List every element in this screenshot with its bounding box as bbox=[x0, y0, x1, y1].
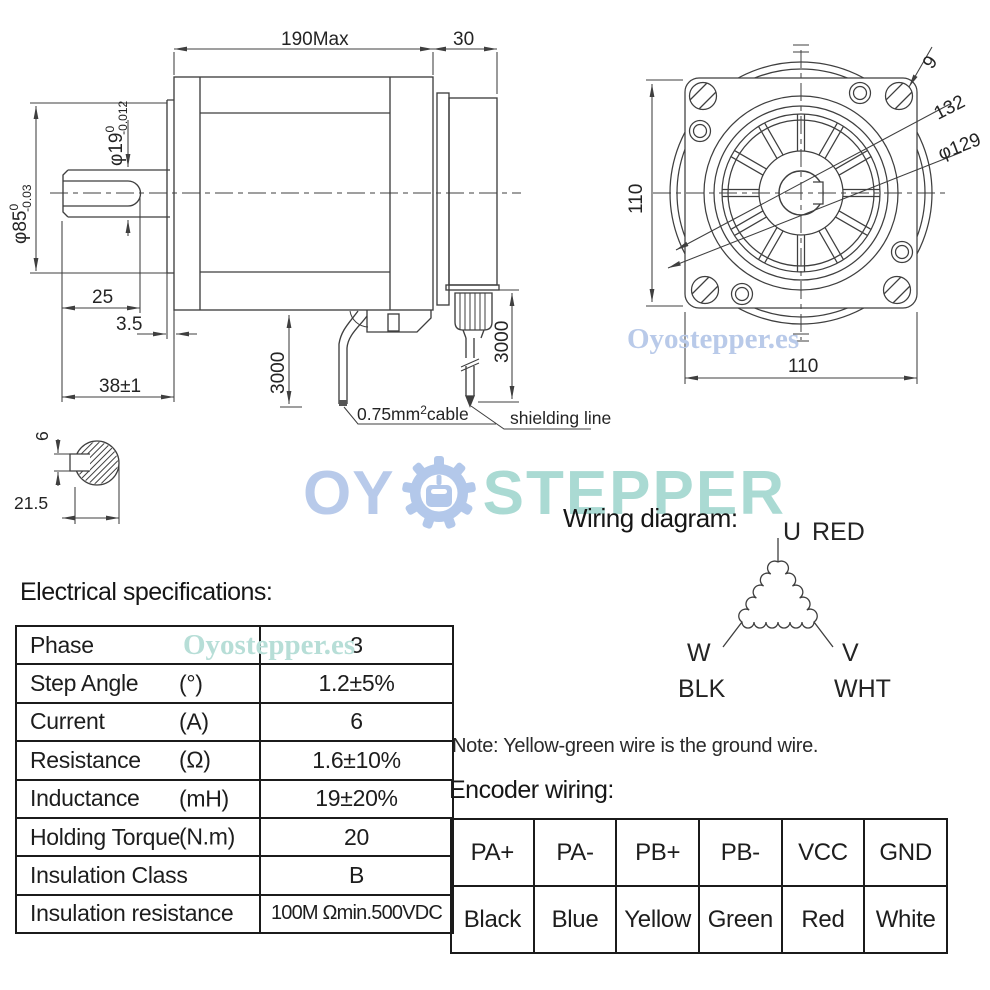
spec-row: Inductance(mH) 19±20% bbox=[15, 778, 454, 819]
dim-cable-len: 3000 bbox=[268, 352, 289, 394]
dim-dia85: φ850-0.03 bbox=[7, 184, 34, 244]
spec-row: Step Angle(°) 1.2±5% bbox=[15, 663, 454, 704]
encoder-wiring-title: Encoder wiring: bbox=[449, 776, 614, 804]
spec-label: Insulation Class bbox=[15, 855, 261, 896]
site-watermark: Oyostepper.es bbox=[627, 323, 800, 355]
encoder-wire-color: Yellow bbox=[615, 885, 700, 954]
gear-motor-icon bbox=[401, 456, 476, 529]
brand-logo-watermark: OY STEPPER bbox=[303, 452, 786, 534]
electrical-specs-table: Phase 3 Step Angle(°) 1.2±5% Current(A) … bbox=[15, 624, 454, 935]
dim-shaft-len: 25 bbox=[92, 287, 113, 308]
encoder-signal: PB+ bbox=[615, 818, 700, 887]
dim-front-len: 38±1 bbox=[99, 376, 141, 397]
spec-label: Step Angle(°) bbox=[15, 663, 261, 704]
spec-row: Insulation Class B bbox=[15, 855, 454, 896]
spec-row: Holding Torque(N.m) 20 bbox=[15, 816, 454, 858]
shield-label: shielding line bbox=[510, 408, 611, 428]
encoder-wire-row: Black Blue Yellow Green Red White bbox=[450, 885, 948, 954]
spec-label: Resistance(Ω) bbox=[15, 740, 261, 781]
spec-label: Inductance(mH) bbox=[15, 778, 261, 819]
logo-text-oy: OY bbox=[303, 458, 395, 528]
spec-label: Insulation resistance bbox=[15, 893, 261, 935]
electrical-specs-title: Electrical specifications: bbox=[20, 578, 273, 606]
spec-value: 1.2±5% bbox=[259, 663, 454, 704]
shaft-section-drawing: 6 21.5 bbox=[14, 431, 168, 524]
encoder-signal: PA+ bbox=[450, 818, 535, 887]
spec-value: 20 bbox=[259, 816, 454, 858]
dim-flange-width: 110 bbox=[788, 356, 818, 377]
encoder-wire-color: Blue bbox=[532, 885, 618, 954]
wiring-diagram-title: Wiring diagram: bbox=[563, 503, 738, 533]
delta-winding-diagram: U RED W BLK V WHT bbox=[678, 518, 891, 703]
terminal-v-color: WHT bbox=[834, 675, 891, 703]
encoder-wire-color: White bbox=[863, 885, 948, 954]
dim-body-dia: φ129 bbox=[935, 129, 984, 164]
spec-row: Insulation resistance 100M Ωmin.500VDC bbox=[15, 893, 454, 935]
terminal-w-color: BLK bbox=[678, 675, 726, 703]
encoder-signal: PB- bbox=[697, 818, 783, 887]
side-view-drawing: 190Max 30 φ850-0.03 φ190-0.012 25 3.5 38… bbox=[7, 29, 611, 430]
dim-flat: 21.5 bbox=[14, 493, 48, 513]
spec-value: 19±20% bbox=[259, 778, 454, 819]
dim-flange-thk: 3.5 bbox=[116, 314, 142, 335]
cable-label: 0.75mm2cable bbox=[357, 403, 469, 424]
terminal-w: W bbox=[687, 639, 711, 667]
spec-label: Current(A) bbox=[15, 701, 261, 743]
spec-label: Phase bbox=[15, 624, 261, 666]
dim-flange-height: 110 bbox=[626, 184, 647, 214]
spec-value: 6 bbox=[259, 701, 454, 743]
encoder-signal: VCC bbox=[780, 818, 866, 887]
encoder-signal-row: PA+ PA- PB+ PB- VCC GND bbox=[450, 818, 948, 887]
terminal-v: V bbox=[842, 639, 859, 667]
encoder-wiring-table: PA+ PA- PB+ PB- VCC GND Black Blue Yello… bbox=[450, 818, 948, 954]
terminal-u: U bbox=[783, 518, 801, 546]
spec-label: Holding Torque(N.m) bbox=[15, 816, 261, 858]
dim-dia19: φ190-0.012 bbox=[103, 100, 130, 166]
spec-row: Current(A) 6 bbox=[15, 701, 454, 743]
terminal-u-color: RED bbox=[812, 518, 865, 546]
spec-value: 3 bbox=[259, 624, 454, 666]
encoder-wire-color: Red bbox=[780, 885, 866, 954]
spec-value: 100M Ωmin.500VDC bbox=[259, 893, 454, 935]
encoder-signal: PA- bbox=[532, 818, 618, 887]
spec-row: Resistance(Ω) 1.6±10% bbox=[15, 740, 454, 781]
encoder-wire-color: Green bbox=[697, 885, 783, 954]
logo-text-stepper: STEPPER bbox=[482, 458, 787, 528]
dim-length: 190Max bbox=[281, 29, 349, 50]
dim-hole: 9 bbox=[919, 52, 942, 73]
ground-wire-note: Note: Yellow-green wire is the ground wi… bbox=[452, 735, 819, 757]
dim-key-width: 6 bbox=[32, 431, 52, 441]
encoder-wire-color: Black bbox=[450, 885, 535, 954]
spec-value: B bbox=[259, 855, 454, 896]
dim-enc-cable-len: 3000 bbox=[492, 321, 513, 363]
spec-row: Phase 3 bbox=[15, 624, 454, 666]
dim-encoder-depth: 30 bbox=[453, 29, 474, 50]
dim-pitch: 132 bbox=[931, 91, 969, 124]
spec-value: 1.6±10% bbox=[259, 740, 454, 781]
encoder-signal: GND bbox=[863, 818, 948, 887]
